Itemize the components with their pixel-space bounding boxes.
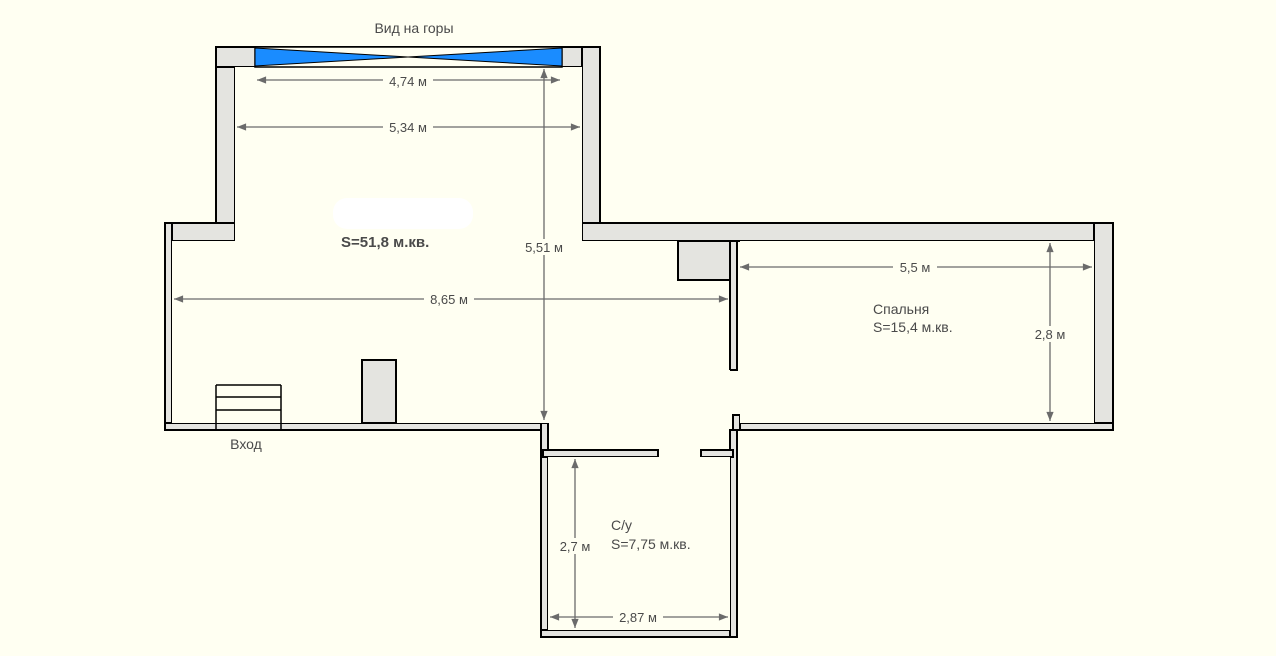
dim-depth: 5,51 м: [525, 240, 563, 255]
bath-wall: [700, 449, 734, 458]
partition-wall: [729, 240, 738, 371]
wall: [1093, 222, 1114, 431]
entrance-steps: [215, 384, 282, 430]
wall: [215, 46, 236, 242]
wall: [581, 46, 601, 242]
bath-wall: [542, 449, 659, 458]
partition-wall: [732, 414, 741, 431]
window: [254, 46, 563, 68]
bathroom-name: С/у: [611, 517, 632, 533]
wall: [164, 222, 236, 242]
bedroom-name: Спальня: [873, 301, 929, 317]
living-floor: [172, 241, 730, 423]
dim-top-width: 5,34 м: [389, 120, 427, 135]
dim-bedroom-width: 5,5 м: [900, 260, 931, 275]
dimension-labels: 4,74 м 5,34 м 5,51 м 8,65 м 5,5 м 2,8 м …: [383, 73, 1072, 625]
wall: [164, 422, 542, 431]
bath-wall: [729, 429, 738, 638]
dim-total-width: 8,65 м: [430, 292, 468, 307]
bath-wall: [540, 629, 738, 638]
label-background: [333, 198, 473, 229]
dim-bath-depth: 2,7 м: [560, 539, 591, 554]
dim-bath-width: 2,87 м: [619, 610, 657, 625]
column: [361, 359, 397, 424]
wall: [581, 222, 1114, 242]
dim-bedroom-depth: 2,8 м: [1035, 327, 1066, 342]
dim-window: 4,74 м: [389, 74, 427, 89]
living-area: S=51,8 м.кв.: [341, 234, 429, 251]
view-label: Вид на горы: [374, 20, 453, 36]
wall: [736, 422, 1114, 431]
wall: [164, 222, 173, 431]
wall-notch: [677, 240, 731, 281]
bedroom-area: S=15,4 м.кв.: [873, 319, 953, 335]
entrance-label: Вход: [230, 436, 262, 452]
bathroom-area: S=7,75 м.кв.: [611, 536, 691, 552]
